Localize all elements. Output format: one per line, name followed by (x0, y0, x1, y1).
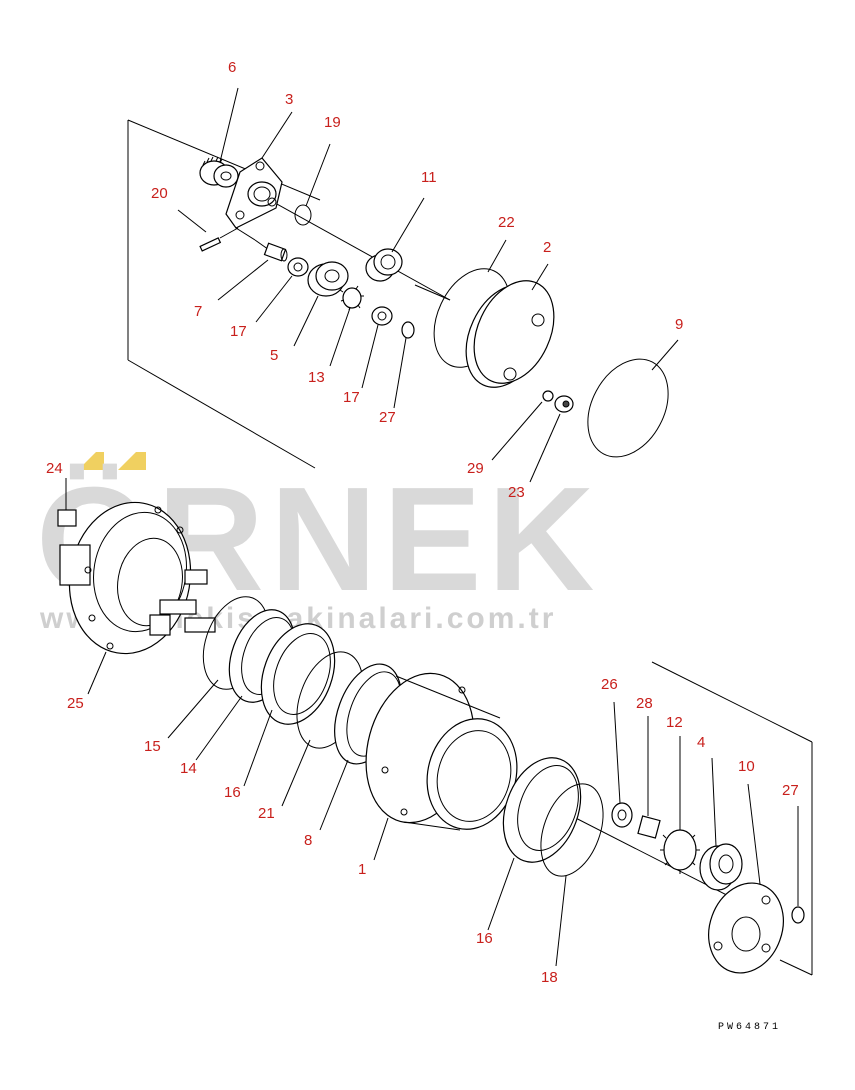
part-3-carrier-plate (225, 157, 283, 229)
callout-3: 3 (285, 91, 293, 108)
part-25-motor (59, 501, 216, 655)
part-6-gear (199, 156, 239, 188)
part-23-plug (554, 395, 574, 413)
part-17-washer-mid (371, 306, 393, 326)
callout-7: 7 (194, 303, 202, 320)
callout-17a: 17 (230, 323, 247, 340)
part-9-snap-ring (587, 358, 669, 458)
part-13-gear (339, 285, 364, 311)
callouts: 6 3 19 20 11 22 2 7 17 5 13 17 27 9 29 2… (46, 59, 799, 986)
callout-17b: 17 (343, 389, 360, 406)
callout-8: 8 (304, 832, 312, 849)
part-18-snap-ring (540, 783, 604, 877)
callout-11: 11 (421, 169, 437, 186)
part-10-cover-plate (708, 882, 784, 974)
upper-plane-outline (127, 119, 321, 469)
callout-20: 20 (151, 185, 168, 202)
callout-18: 18 (541, 969, 558, 986)
part-12-gear (660, 826, 700, 874)
callout-25: 25 (67, 695, 84, 712)
part-16-bearing-left (260, 623, 336, 725)
callout-21: 21 (258, 805, 275, 822)
callout-29: 29 (467, 460, 484, 477)
watermark-accent-right (118, 452, 146, 470)
callout-16a: 16 (224, 784, 241, 801)
callout-1: 1 (358, 861, 366, 878)
callout-13: 13 (308, 369, 325, 386)
part-28-bushing (637, 815, 661, 839)
part-5-bearing (307, 261, 349, 297)
callout-19: 19 (324, 114, 341, 131)
callout-2: 2 (543, 239, 551, 256)
callout-12: 12 (666, 714, 683, 731)
part-29-ball (542, 390, 554, 402)
part-16-bearing-right (502, 757, 582, 863)
callout-28: 28 (636, 695, 653, 712)
part-17-washer-top (287, 257, 309, 277)
callout-4: 4 (697, 734, 705, 751)
part-24-plate (57, 509, 77, 527)
callout-9: 9 (675, 316, 683, 333)
callout-10: 10 (738, 758, 755, 775)
part-4-bearing (699, 843, 743, 891)
part-20-pin (199, 227, 273, 253)
leader-lines (65, 87, 799, 967)
callout-27a: 27 (379, 409, 396, 426)
callout-14: 14 (180, 760, 197, 777)
callout-26: 26 (601, 676, 618, 693)
part-19-snap-ring (294, 204, 312, 226)
callout-23: 23 (508, 484, 525, 501)
drawing-code: PW64871 (718, 1022, 781, 1033)
lower-plane-outline (651, 661, 813, 976)
callout-22: 22 (498, 214, 515, 231)
part-1-hub (365, 672, 518, 831)
part-26-washer (611, 802, 633, 828)
part-27-clip-top (401, 321, 415, 339)
part-11-bearing (365, 248, 403, 282)
part-7-shaft-pin (263, 242, 288, 262)
callout-16b: 16 (476, 930, 493, 947)
part-27-clip-bottom (791, 906, 805, 924)
callout-5: 5 (270, 347, 278, 364)
callout-27b: 27 (782, 782, 799, 799)
part-2-cover (465, 280, 555, 388)
callout-6: 6 (228, 59, 236, 76)
watermark-accent-left (78, 452, 104, 470)
callout-15: 15 (144, 738, 161, 755)
callout-24: 24 (46, 460, 63, 477)
